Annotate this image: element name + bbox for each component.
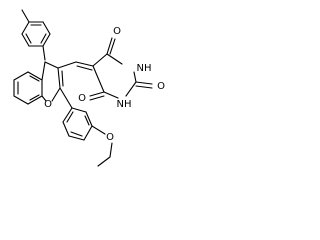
- tolyl-ring: [21, 21, 51, 47]
- ethyl-bond-2: [97, 156, 111, 167]
- ether-bond: [91, 125, 106, 135]
- carbonyl-left-bond-2: [89, 95, 105, 101]
- carbonyl-right-bond: [135, 81, 153, 85]
- nh-right-label: NH: [137, 63, 152, 74]
- carbonyl-top-bond: [106, 37, 113, 55]
- exocyclic-double-bond: [75, 61, 94, 67]
- benzo-ring: [13, 71, 43, 105]
- carbonyl-left-bond: [89, 91, 105, 97]
- barbiturate-ring: [92, 53, 137, 99]
- carbonyl-right-bond-2: [135, 85, 153, 89]
- right-oxygen-label: O: [157, 81, 165, 92]
- tolyl-link-bond: [42, 45, 46, 61]
- chromene-link-bond: [57, 61, 77, 69]
- ethoxyphenyl-ring: [62, 107, 93, 141]
- nh-lower-label: NH: [117, 99, 132, 110]
- aryl-link-bond: [59, 87, 73, 109]
- top-oxygen-label: O: [113, 26, 121, 37]
- ether-oxygen-label: O: [106, 132, 114, 143]
- structure-canvas: O O NH O NH O O: [13, 9, 165, 167]
- carbonyl-top-bond-2: [109, 38, 116, 55]
- ring-oxygen-label: O: [44, 99, 52, 110]
- pyran-ring: [41, 61, 64, 102]
- molecule-diagram: O O NH O NH O O: [0, 0, 173, 172]
- left-oxygen-label: O: [78, 93, 86, 104]
- ethyl-bond-1: [109, 142, 113, 158]
- exocyclic-double-bond-2: [76, 65, 93, 71]
- methyl-bond: [21, 9, 30, 23]
